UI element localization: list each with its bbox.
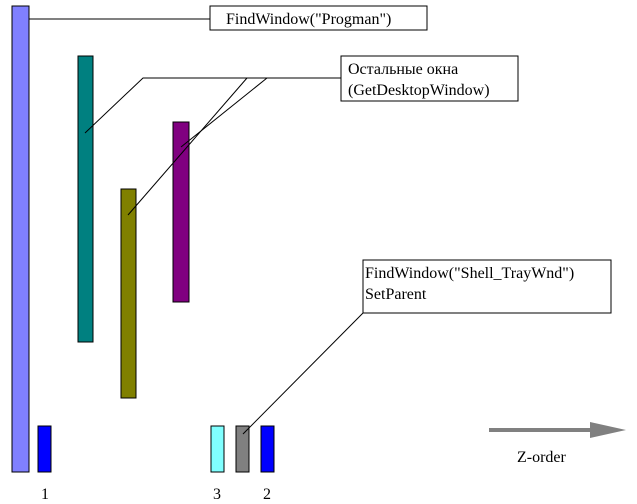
teal-window-bar: [77, 55, 94, 343]
others-leader-line-purple: [180, 77, 268, 148]
others-callout: Остальные окна (GetDesktopWindow): [340, 55, 519, 102]
olive-window-bar: [120, 188, 137, 399]
bottom-label-2: 2: [263, 486, 271, 503]
bottom-label-1: 1: [41, 486, 49, 503]
gray-block: [235, 425, 250, 473]
progman-callout: FindWindow("Progman"): [209, 5, 428, 31]
cyan-block-3: [210, 425, 225, 473]
bottom-label-3: 3: [213, 486, 221, 503]
others-callout-line1: Остальные окна: [348, 61, 458, 78]
tray-callout-line1: FindWindow("Shell_TrayWnd"): [365, 265, 574, 282]
others-callout-box: [340, 55, 519, 102]
purple-window-bar: [172, 121, 190, 303]
blue-block-1: [37, 425, 52, 473]
others-callout-line2: (GetDesktopWindow): [348, 82, 490, 99]
others-leader-line-olive: [127, 77, 248, 216]
zorder-label: Z-order: [517, 449, 567, 466]
desktop-window-bar: [11, 5, 30, 473]
tray-leader-line: [242, 312, 364, 435]
tray-callout-line2: SetParent: [365, 286, 427, 303]
blue-block-2: [260, 425, 275, 473]
zorder-arrow-head-icon: [590, 422, 626, 438]
progman-callout-box: [209, 5, 428, 31]
tray-callout-box: [362, 259, 612, 314]
tray-callout: FindWindow("Shell_TrayWnd") SetParent: [362, 259, 612, 314]
progman-callout-text: FindWindow("Progman"): [226, 11, 391, 28]
others-leader-line-teal: [84, 77, 341, 134]
